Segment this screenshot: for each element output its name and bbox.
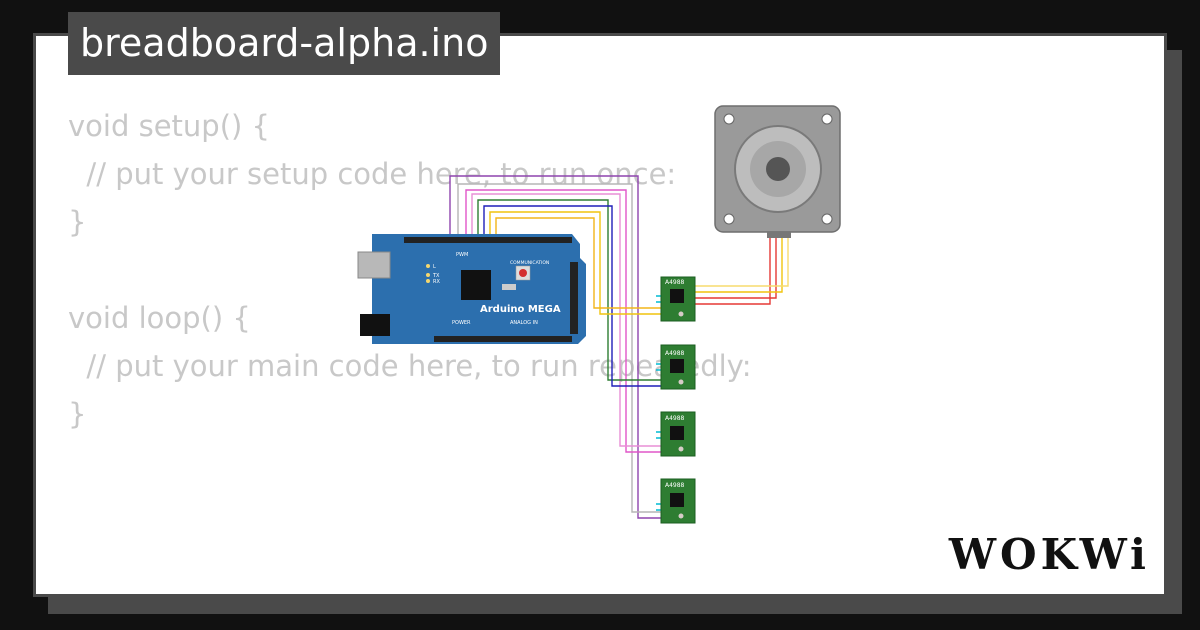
analog-label: ANALOG IN bbox=[510, 320, 538, 326]
preview-card bbox=[33, 33, 1167, 597]
wire-green bbox=[477, 199, 662, 381]
arduino-mega-board[interactable]: L TX RX PWM COMMUNICATION Arduino MEGA P… bbox=[357, 234, 586, 344]
driver-chip bbox=[670, 289, 684, 303]
led-rx bbox=[426, 279, 430, 283]
wokwi-logo[interactable]: WOKWi bbox=[948, 530, 1150, 579]
code-line: // put your setup code here, to run once… bbox=[68, 157, 677, 191]
driver-label: A4988 bbox=[665, 415, 685, 422]
driver-pot bbox=[678, 311, 684, 317]
driver-a4988-4[interactable]: A4988 bbox=[660, 478, 696, 524]
header-bottom bbox=[434, 336, 572, 342]
code-line: } bbox=[68, 205, 87, 239]
motor-screw bbox=[723, 213, 735, 225]
usb-port bbox=[357, 251, 391, 279]
pwm-label: PWM bbox=[456, 252, 468, 258]
wire-purple bbox=[449, 175, 662, 519]
driver-a4988-3[interactable]: A4988 bbox=[660, 411, 696, 457]
wire-motor-red bbox=[694, 236, 771, 305]
code-line: void loop() { bbox=[68, 301, 251, 335]
driver-chip bbox=[670, 426, 684, 440]
motor-screw bbox=[821, 113, 833, 125]
driver-pot bbox=[678, 446, 684, 452]
header-top bbox=[404, 237, 572, 243]
wire-gray bbox=[457, 183, 662, 513]
driver-pot bbox=[678, 513, 684, 519]
driver-label: A4988 bbox=[665, 482, 685, 489]
wire-motor-red-2 bbox=[694, 236, 777, 299]
project-title[interactable]: breadboard-alpha.ino bbox=[68, 12, 501, 75]
motor-pins bbox=[767, 232, 791, 238]
led-label-l: L bbox=[433, 264, 436, 270]
stepper-motor[interactable] bbox=[714, 105, 841, 238]
led-label-rx: RX bbox=[433, 279, 440, 285]
driver-pot bbox=[678, 379, 684, 385]
power-jack bbox=[360, 314, 390, 336]
wire-orange bbox=[495, 217, 662, 309]
header-right bbox=[570, 262, 578, 334]
wire-pink bbox=[465, 189, 662, 453]
communication-label: COMMUNICATION bbox=[510, 260, 549, 266]
motor-shaft bbox=[766, 157, 790, 181]
led-tx bbox=[426, 273, 430, 277]
driver-label: A4988 bbox=[665, 279, 685, 286]
driver-a4988-1[interactable]: A4988 bbox=[660, 276, 696, 322]
wire-pink-2 bbox=[471, 193, 662, 447]
motor-screw bbox=[723, 113, 735, 125]
board-name: Arduino MEGA bbox=[480, 304, 561, 315]
led-l bbox=[426, 264, 430, 268]
led-label-tx: TX bbox=[432, 273, 440, 279]
driver-a4988-2[interactable]: A4988 bbox=[660, 344, 696, 390]
reset-button-cap bbox=[519, 269, 527, 277]
motor-screw bbox=[821, 213, 833, 225]
power-label: POWER bbox=[452, 320, 471, 326]
wire-motor-yellow bbox=[694, 236, 783, 293]
code-line: void setup() { bbox=[68, 109, 270, 143]
wire-blue bbox=[483, 205, 662, 387]
wire-motor-yellow-2 bbox=[694, 236, 789, 287]
crystal bbox=[502, 284, 516, 290]
wire-yellow bbox=[489, 211, 662, 315]
mcu-chip bbox=[461, 270, 491, 300]
wire-group bbox=[449, 175, 789, 519]
driver-chip bbox=[670, 493, 684, 507]
code-line: } bbox=[68, 397, 87, 431]
driver-label: A4988 bbox=[665, 350, 685, 357]
driver-chip bbox=[670, 359, 684, 373]
